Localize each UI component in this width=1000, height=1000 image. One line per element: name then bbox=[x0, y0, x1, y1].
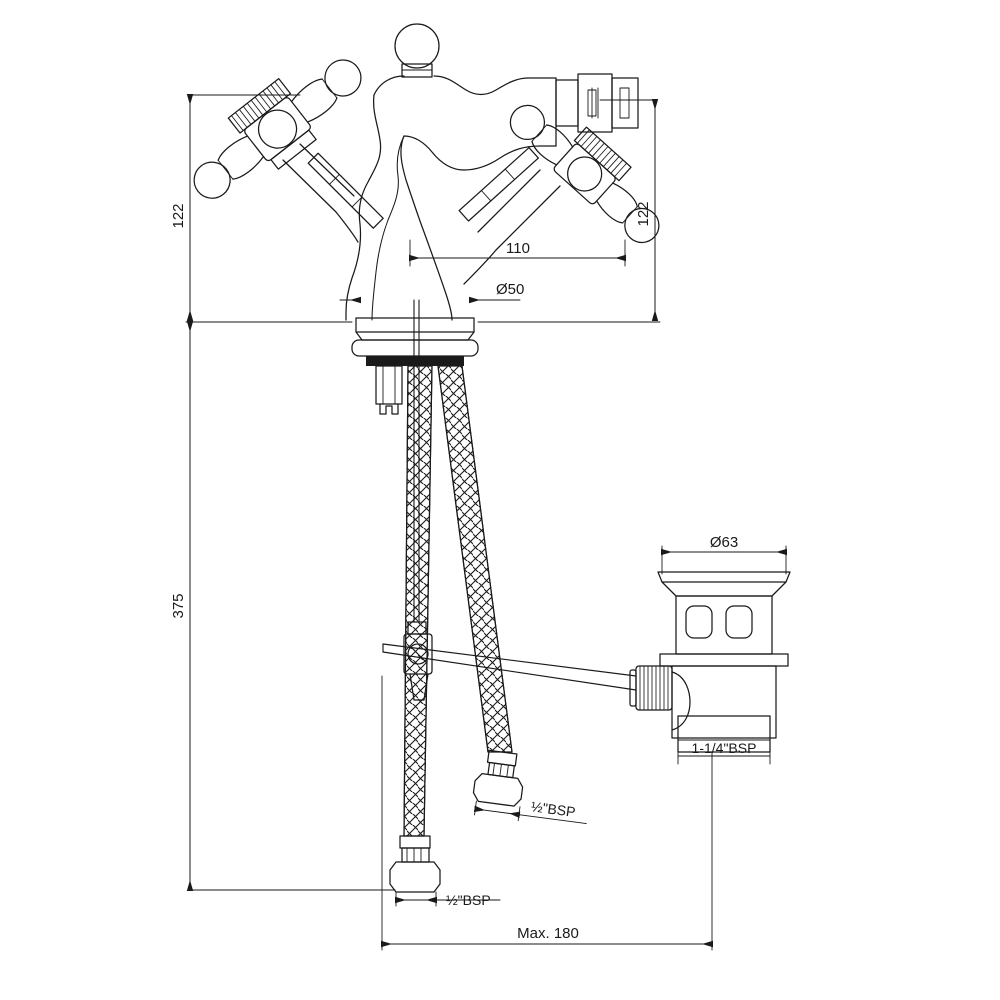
braided-hose-right bbox=[437, 365, 513, 753]
dimension-height-left: 122 bbox=[170, 94, 301, 321]
waste-assembly bbox=[629, 571, 791, 753]
handle-stem-left bbox=[282, 143, 384, 243]
cross-handle-left bbox=[193, 59, 362, 199]
dim-label-max-reach: Max. 180 bbox=[517, 925, 579, 942]
cartridge-housing-right bbox=[555, 73, 639, 133]
hose-connector-short bbox=[472, 749, 524, 807]
dimension-waste-thread: 1-1/4"BSP bbox=[677, 740, 771, 765]
dimension-overall-height: 375 bbox=[170, 321, 396, 891]
handle-stem-right bbox=[458, 147, 561, 285]
dimension-tail-thread-short: ½"BSP bbox=[473, 798, 587, 825]
deck-flange bbox=[351, 317, 479, 366]
popup-linkage bbox=[382, 643, 637, 691]
dim-label-overall-height: 375 bbox=[170, 593, 187, 618]
popup-knob bbox=[629, 665, 691, 731]
ball-finial-top bbox=[394, 23, 440, 78]
dim-label-height-right: 122 bbox=[635, 201, 652, 226]
mounting-stud bbox=[375, 365, 403, 415]
dimension-waste-flange: Ø63 bbox=[661, 534, 787, 575]
dim-label-tail-thread-long: ½"BSP bbox=[446, 892, 491, 908]
dimension-handle-spread: 110 bbox=[409, 239, 626, 267]
dimension-tail-thread-long: ½"BSP bbox=[395, 891, 501, 908]
dim-label-height-left: 122 bbox=[170, 203, 187, 228]
dim-label-tail-thread-short: ½"BSP bbox=[530, 798, 576, 820]
cross-handle-right bbox=[509, 73, 660, 244]
dimension-height-right: 122 bbox=[599, 99, 659, 321]
popup-rod bbox=[403, 299, 433, 701]
dim-label-waste-flange: Ø63 bbox=[710, 534, 738, 551]
dim-label-base-diameter: Ø50 bbox=[496, 281, 524, 298]
dim-label-waste-thread: 1-1/4"BSP bbox=[692, 740, 757, 756]
hose-connector-long bbox=[389, 835, 441, 893]
dim-label-handle-spread: 110 bbox=[506, 240, 530, 257]
spout-body bbox=[345, 75, 557, 321]
dimension-base-diameter: Ø50 bbox=[339, 281, 524, 304]
braided-hose-left bbox=[403, 365, 433, 837]
dimension-max-reach: Max. 180 bbox=[381, 675, 713, 951]
